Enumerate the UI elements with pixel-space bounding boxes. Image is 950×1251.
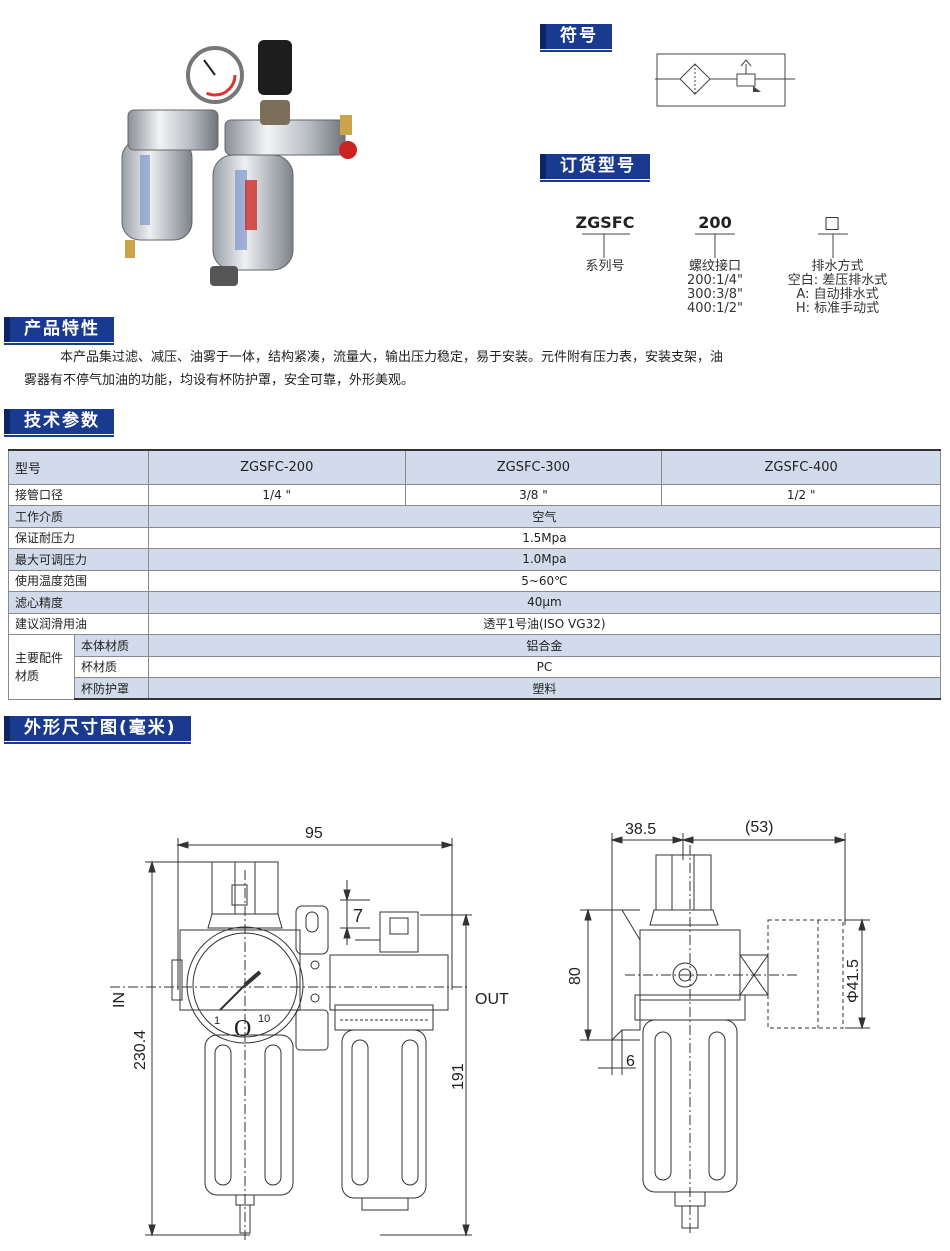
series-label: 系列号 <box>585 259 625 274</box>
drain-option: A: 自动排水式 <box>796 287 879 302</box>
material-group-label: 主要配件材质 <box>8 634 75 700</box>
drain-code: □ <box>823 213 841 233</box>
thread-block: 螺纹接口 200:1/4" 300:3/8" 400:1/2" <box>675 260 755 316</box>
row-label: 工作介质 <box>8 505 149 528</box>
thread-code: 200 <box>698 213 732 232</box>
dim-width: 95 <box>305 825 323 842</box>
gauge-max: 10 <box>258 1013 270 1025</box>
table-row: 型号 ZGSFC-200 ZGSFC-300 ZGSFC-400 <box>8 449 941 485</box>
thread-option: 300:3/8" <box>686 287 744 302</box>
table-row: 杯材质 PC <box>9 655 942 678</box>
product-photo <box>121 40 357 286</box>
model-cell: ZGSFC-200 <box>147 449 406 485</box>
row-value: 40μm <box>147 591 942 614</box>
row-label: 杯防护罩 <box>73 677 149 700</box>
table-row: 杯防护罩 塑料 <box>9 677 942 700</box>
dimension-drawing: 95 230.4 191 7 IN OUT 1 10 O 38.5 (53) 8… <box>110 819 870 1240</box>
table-row: 接管口径 1/4 " 3/8 " 1/2 " <box>8 483 941 506</box>
port-label: 接管口径 <box>8 483 149 506</box>
row-value: 1.5Mpa <box>147 526 942 549</box>
model-cell: ZGSFC-400 <box>661 449 941 485</box>
order-thread: 200 <box>680 213 750 232</box>
port-cell: 1/2 " <box>661 483 941 506</box>
gauge-min: 1 <box>214 1015 220 1027</box>
row-value: 铝合金 <box>147 634 942 657</box>
specs-heading: 技术参数 <box>4 409 114 437</box>
dim-bracket-side: 6 <box>626 1053 635 1070</box>
table-row: 滤心精度 40μm <box>8 591 942 614</box>
dim-depth: 38.5 <box>625 821 656 838</box>
ordering-heading: 订货型号 <box>540 154 650 182</box>
features-heading: 产品特性 <box>4 317 114 345</box>
row-value: 透平1号油(ISO VG32) <box>147 612 942 635</box>
order-drain: □ <box>812 213 852 233</box>
dim-diameter: Φ41.5 <box>845 959 862 1003</box>
pneumatic-symbol-diagram <box>655 53 795 107</box>
port-cell: 1/4 " <box>147 483 406 506</box>
dim-extra: (53) <box>745 819 773 836</box>
model-cell: ZGSFC-300 <box>404 449 663 485</box>
port-cell: 3/8 " <box>404 483 663 506</box>
drain-block: 排水方式 空白: 差压排水式 A: 自动排水式 H: 标准手动式 <box>780 260 895 316</box>
row-label: 本体材质 <box>73 634 149 657</box>
table-row: 使用温度范围 5~60℃ <box>8 569 942 592</box>
features-paragraph: 本产品集过滤、减压、油雾于一体，结构紧凑，流量大，输出压力稳定，易于安装。元件附… <box>24 350 724 388</box>
gauge-zero: O <box>234 1016 251 1042</box>
ordering-connector-lines <box>582 233 848 258</box>
dim-height: 230.4 <box>132 1030 149 1070</box>
row-label: 最大可调压力 <box>8 548 149 571</box>
table-row: 保证耐压力 1.5Mpa <box>8 526 942 549</box>
row-label: 杯材质 <box>73 655 149 678</box>
in-label: IN <box>111 992 128 1008</box>
thread-option: 400:1/2" <box>686 301 744 316</box>
dim-height-right: 191 <box>450 1063 467 1090</box>
row-value: PC <box>147 655 942 678</box>
drain-option: 空白: 差压排水式 <box>787 273 888 288</box>
row-value: 空气 <box>147 505 942 528</box>
order-series: ZGSFC <box>565 213 645 232</box>
symbol-heading: 符号 <box>540 24 612 52</box>
dim-bracket: 7 <box>353 906 363 926</box>
dimensions-heading: 外形尺寸图(毫米) <box>3 716 191 744</box>
dim-body: 80 <box>567 967 584 985</box>
table-row: 建议润滑用油 透平1号油(ISO VG32) <box>8 612 942 635</box>
drain-option: H: 标准手动式 <box>795 301 880 316</box>
spec-table: 型号 ZGSFC-200 ZGSFC-300 ZGSFC-400 接管口径 1/… <box>8 449 942 700</box>
row-value: 塑料 <box>147 677 942 700</box>
series-code: ZGSFC <box>575 213 635 232</box>
row-label: 保证耐压力 <box>8 526 149 549</box>
row-value: 5~60℃ <box>147 569 942 592</box>
row-label: 使用温度范围 <box>8 569 149 592</box>
row-label: 滤心精度 <box>8 591 149 614</box>
table-row: 主要配件材质 本体材质 铝合金 <box>8 634 942 700</box>
thread-option: 200:1/4" <box>686 273 744 288</box>
table-row: 最大可调压力 1.0Mpa <box>8 548 942 571</box>
drain-label: 排水方式 <box>811 259 864 274</box>
out-label: OUT <box>475 991 509 1008</box>
thread-label: 螺纹接口 <box>688 259 741 274</box>
table-row: 工作介质 空气 <box>8 505 942 528</box>
row-label: 建议润滑用油 <box>8 612 149 635</box>
row-value: 1.0Mpa <box>147 548 942 571</box>
model-label: 型号 <box>8 449 149 485</box>
